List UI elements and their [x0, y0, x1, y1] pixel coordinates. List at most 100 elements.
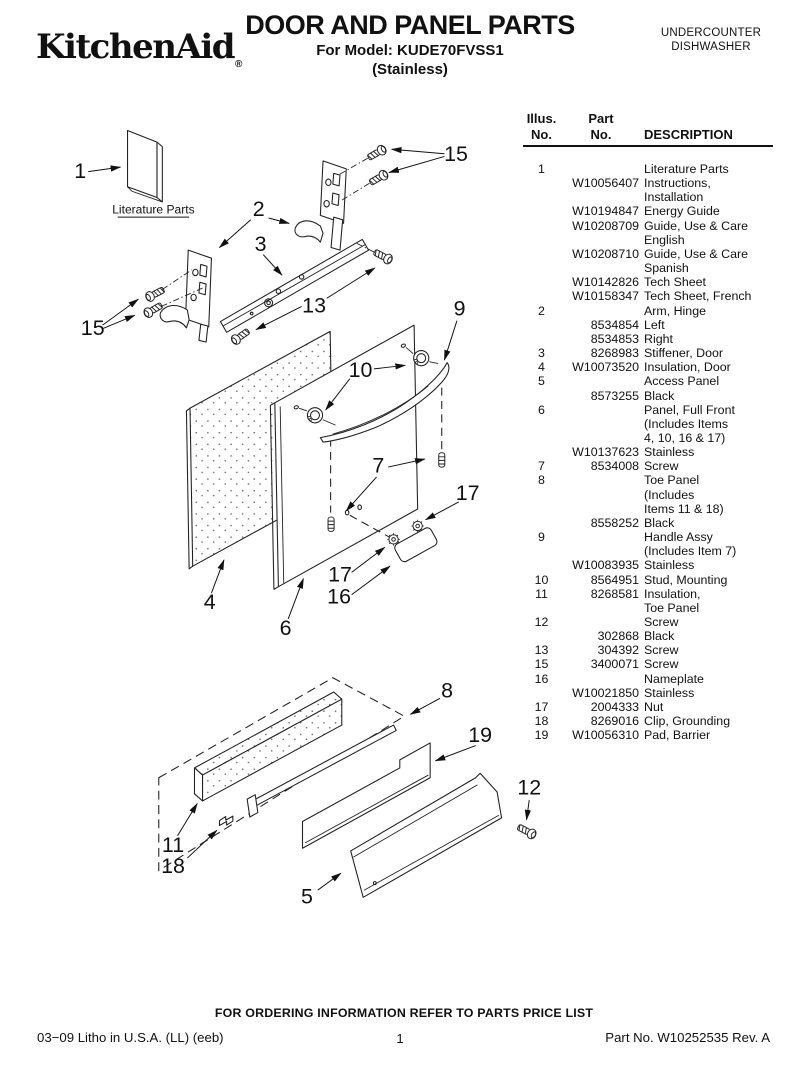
table-row: 18 8269016 Clip, Grounding [523, 714, 773, 728]
hinge-arm-left [159, 249, 212, 343]
part-no-cell: W10142826 [572, 275, 639, 290]
panel-hole [357, 504, 362, 511]
illus-no-cell: 2 [538, 303, 545, 318]
part-no-cell: W10083935 [572, 558, 639, 573]
door-stiffener [219, 238, 370, 333]
toe-panel-dashed-outline [158, 677, 406, 872]
part-no-cell: W10208709 [572, 218, 639, 233]
table-row: W10056407 Instructions, [523, 176, 773, 190]
description-cell: Panel, Full Front [644, 402, 735, 417]
table-row: (Includes [523, 488, 773, 502]
parts-table-rows: 1 Literature Parts W10056407 Instruction… [523, 162, 773, 742]
handle-screw-right [438, 452, 446, 468]
table-row: 11 8268581 Insulation, [523, 587, 773, 601]
title-block: DOOR AND PANEL PARTS For Model: KUDE70FV… [194, 11, 626, 79]
table-row: 8 Toe Panel [523, 473, 773, 487]
table-row: 7 8534008 Screw [523, 459, 773, 473]
table-row: W10208710 Guide, Use & Care [523, 247, 773, 261]
part-no-cell: 8534854 [590, 317, 639, 332]
table-row: (Includes Item 7) [523, 544, 773, 558]
callout-13: 13 [302, 294, 326, 318]
illus-no-cell: 10 [534, 572, 549, 587]
description-cell: Screw [644, 657, 679, 672]
table-row: 5 Access Panel [523, 374, 773, 388]
table-row: English [523, 233, 773, 247]
callout-arrows [88, 146, 531, 891]
part-no-cell: 304392 [597, 643, 639, 658]
stud-hole [400, 343, 406, 348]
callout-19: 19 [468, 723, 492, 747]
illus-no-cell: 16 [534, 671, 549, 686]
kitchenaid-logo: KitchenAid® [36, 27, 242, 70]
description-cell: (Includes Item 7) [644, 544, 737, 559]
description-cell: Handle Assy [644, 530, 713, 545]
table-row: W10142826 Tech Sheet [523, 275, 773, 289]
description-cell: Black [644, 515, 675, 530]
illus-no-cell: 1 [538, 162, 545, 176]
stud-leader [298, 407, 308, 412]
nameplate [394, 527, 438, 563]
illus-no-cell: 8 [538, 473, 545, 488]
callout-3: 3 [255, 232, 267, 256]
illus-no-cell: 9 [538, 530, 545, 545]
model-line: For Model: KUDE70FVSS1 [316, 42, 504, 59]
description-cell: Items 11 & 18) [644, 501, 724, 516]
part-no-cell: W10073520 [572, 360, 639, 375]
description-cell: Installation [644, 190, 704, 205]
description-cell: Guide, Use & Care [644, 246, 748, 261]
table-row: Spanish [523, 261, 773, 275]
table-row: 8573255 Black [523, 389, 773, 403]
table-row: W10083935 Stainless [523, 558, 773, 572]
table-row: 19 W10056310 Pad, Barrier [523, 728, 773, 742]
part-no-cell: W10208710 [572, 246, 639, 261]
mounting-stud-right [413, 350, 430, 367]
header-part-line1: Part [588, 111, 614, 126]
table-row: W10208709 Guide, Use & Care [523, 219, 773, 233]
screw-leader-line [161, 287, 204, 307]
description-cell: Right [644, 331, 673, 346]
description-cell: English [644, 232, 685, 247]
callout-9: 9 [454, 296, 466, 320]
front-door-panel [269, 324, 419, 590]
description-cell: Stiffener, Door [644, 346, 723, 361]
screw-leader-line [355, 242, 375, 253]
callout-12: 12 [517, 776, 541, 800]
description-cell: Spanish [644, 261, 689, 276]
description-cell: Pad, Barrier [644, 728, 711, 743]
description-cell: Toe Panel [644, 600, 700, 615]
illus-no-cell: 15 [534, 657, 549, 672]
handle-screw-left [327, 516, 335, 532]
callout-10: 10 [349, 358, 373, 382]
category-block: UNDERCOUNTER DISHWASHER [650, 26, 772, 54]
table-row: 8558252 Black [523, 516, 773, 530]
callout-18: 18 [161, 854, 185, 878]
callout-17-upper: 17 [456, 481, 480, 505]
part-no-cell: 8268983 [590, 346, 639, 361]
table-row: W10021850 Stainless [523, 686, 773, 700]
table-row: 8534853 Right [523, 332, 773, 346]
table-row: 8534854 Left [523, 318, 773, 332]
description-cell: Left [644, 317, 665, 332]
brand-text: KitchenAid [36, 27, 236, 67]
callout-2: 2 [253, 197, 265, 221]
illus-no-cell: 7 [538, 459, 545, 474]
callout-11: 11 [162, 833, 184, 857]
table-row: 302868 Black [523, 629, 773, 643]
description-cell: Nut [644, 699, 664, 714]
table-row: 4, 10, 16 & 17) [523, 431, 773, 445]
description-cell: Stainless [644, 685, 695, 700]
access-panel-screw [515, 821, 539, 841]
door-handle [319, 362, 450, 443]
table-row: 2 Arm, Hinge [523, 304, 773, 318]
header-part-no: Part No. [563, 111, 639, 142]
description-cell: 4, 10, 16 & 17) [644, 430, 726, 445]
description-cell: (Includes [644, 487, 695, 502]
illus-no-cell: 13 [534, 643, 549, 658]
description-cell: Energy Guide [644, 204, 720, 219]
table-row: 1 Literature Parts [523, 162, 773, 176]
header-illus-line1: Illus. [526, 111, 557, 126]
stiffener-screw-bottom [229, 326, 252, 347]
category-line-1: UNDERCOUNTER [660, 27, 762, 39]
illus-no-cell: 6 [538, 402, 545, 417]
